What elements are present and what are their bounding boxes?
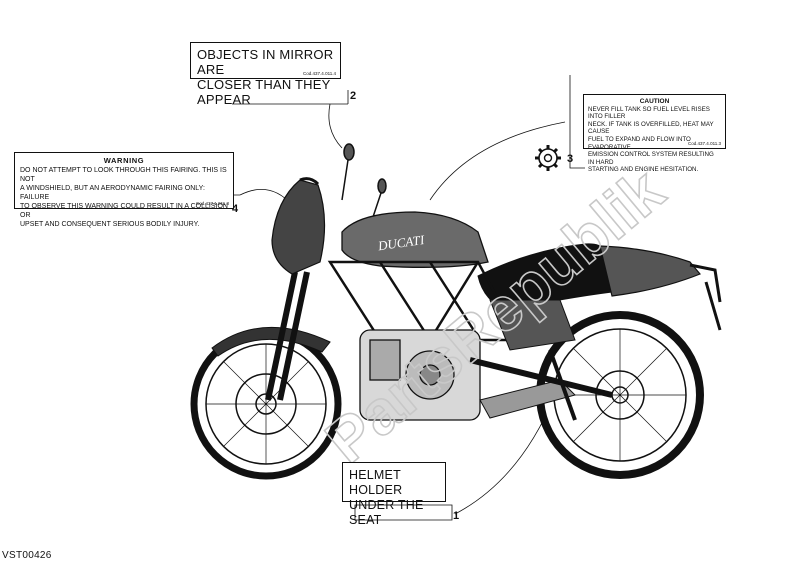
engine — [359, 329, 481, 421]
rear-wheel — [536, 311, 704, 479]
decal-warning-code: Cod.437.1.011.8 — [196, 201, 229, 206]
fairing — [271, 179, 326, 275]
decal-warning-line-2: A WINDSHIELD, BUT AN AERODYNAMIC FAIRING… — [20, 185, 205, 201]
decal-mirror-line-1: OBJECTS IN MIRROR ARE — [197, 47, 334, 77]
decal-caution-line-4: EMISSION CONTROL SYSTEM RESULTING IN HAR… — [588, 151, 714, 166]
decal-helmet-line-1: HELMET HOLDER — [349, 468, 403, 497]
decal-caution: CAUTION NEVER FILL TANK SO FUEL LEVEL RI… — [583, 94, 726, 173]
front-forks — [265, 271, 310, 401]
gear-icon — [535, 145, 561, 171]
callout-number-1: 1 — [453, 510, 460, 522]
chain-guard — [548, 349, 577, 421]
leader-line-3 — [429, 75, 585, 201]
swingarm — [469, 357, 613, 398]
decal-caution-code: Cod.437.4.011.3 — [688, 141, 721, 146]
front-wheel — [190, 328, 342, 480]
bodywork-side — [489, 299, 576, 351]
decal-helmet-holder: HELMET HOLDER UNDER THE SEAT — [342, 462, 446, 527]
decal-caution-line-5: STARTING AND ENGINE HESITATION. — [588, 166, 699, 174]
exhaust — [479, 379, 576, 419]
decal-mirror-line-2: CLOSER THAN THEY APPEAR — [197, 77, 331, 107]
decal-warning-line-3: TO OBSERVE THIS WARNING COULD RESULT IN … — [20, 203, 228, 219]
decal-caution-heading: CAUTION — [639, 98, 670, 105]
callout-number-4: 4 — [232, 203, 239, 215]
footer-code: VST00426 — [2, 550, 52, 561]
mirrors — [341, 143, 387, 221]
decal-warning-heading: WARNING — [103, 156, 145, 165]
leader-line-2 — [232, 90, 349, 149]
decal-mirror-code: Cod.437.4.011.4 — [303, 71, 336, 76]
decal-warning-line-4: UPSET AND CONSEQUENT SERIOUS BODILY INJU… — [20, 221, 200, 228]
decal-helmet-line-2: UNDER THE SEAT — [349, 498, 424, 527]
tail — [599, 245, 701, 297]
decal-caution-line-2: NECK. IF TANK IS OVERFILLED, HEAT MAY CA… — [588, 120, 714, 136]
decal-caution-line-3: FUEL TO EXPAND AND FLOW INTO EVAPORATIVE — [588, 135, 691, 151]
decal-caution-line-1: NEVER FILL TANK SO FUEL LEVEL RISES INTO… — [588, 105, 710, 121]
callout-number-2: 2 — [350, 90, 357, 102]
decal-warning-line-1: DO NOT ATTEMPT TO LOOK THROUGH THIS FAIR… — [20, 167, 227, 183]
number-plate-holder — [689, 263, 722, 331]
tank-brand: DUCATI — [376, 232, 426, 254]
decal-warning: WARNING DO NOT ATTEMPT TO LOOK THROUGH T… — [14, 152, 234, 228]
front-fender — [211, 326, 331, 357]
callout-number-3: 3 — [567, 153, 574, 165]
decal-mirror: OBJECTS IN MIRROR ARE CLOSER THAN THEY A… — [190, 42, 341, 107]
